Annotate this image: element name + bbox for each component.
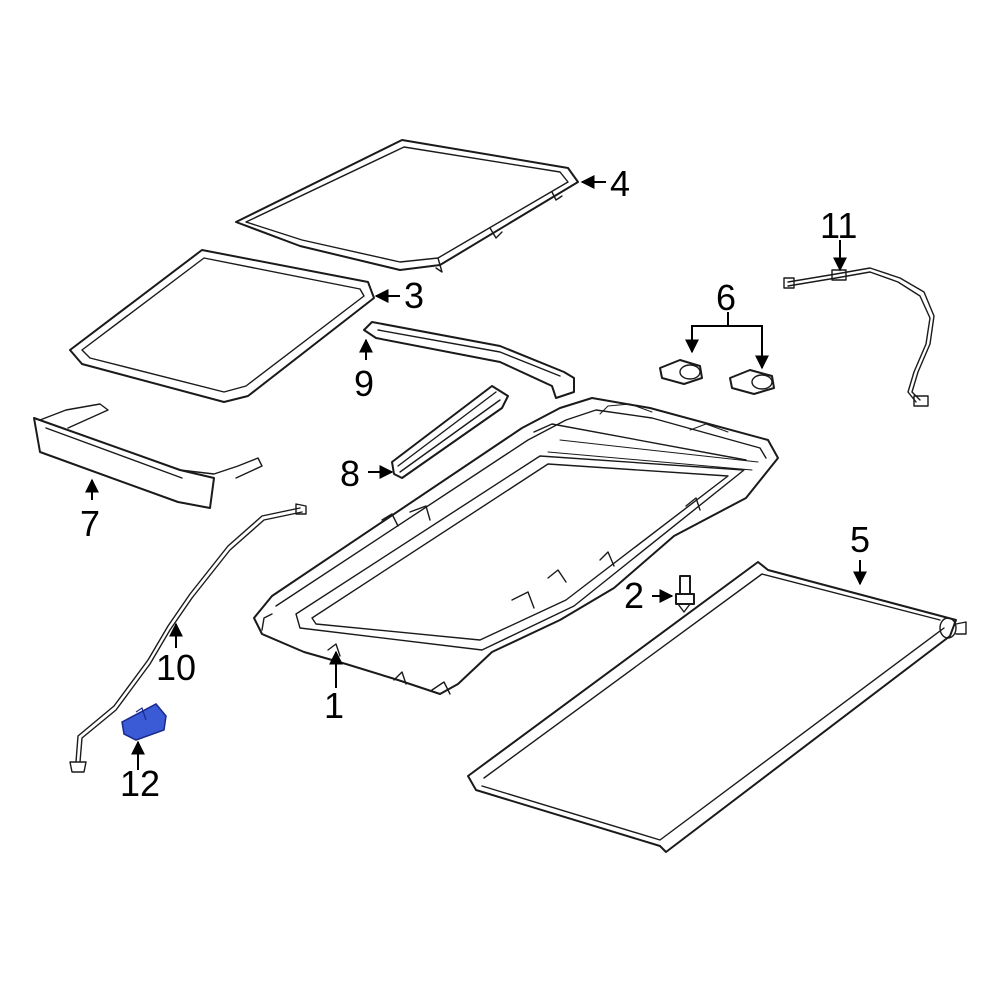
callout-5: 5 <box>850 519 870 560</box>
part-9-rail-seal[interactable] <box>363 321 575 399</box>
part-2-bolt[interactable] <box>675 575 695 613</box>
callout-11: 11 <box>820 205 857 246</box>
callout-7: 7 <box>80 503 100 544</box>
callout-12: 12 <box>120 763 160 804</box>
callout-3: 3 <box>404 275 424 316</box>
part-6-motor-assembly[interactable] <box>659 359 775 395</box>
part-3-glass-seal[interactable] <box>69 249 375 403</box>
part-4-glass-panel[interactable] <box>235 139 579 273</box>
part-12-clip[interactable] <box>121 703 167 741</box>
part-1-sunroof-frame[interactable] <box>253 397 779 695</box>
part-7-wind-deflector[interactable] <box>33 403 263 509</box>
callout-6: 6 <box>716 277 736 318</box>
part-8-guide-rail[interactable] <box>391 385 509 479</box>
callout-9: 9 <box>354 363 374 404</box>
callout-2: 2 <box>624 575 644 616</box>
callout-1: 1 <box>324 685 344 726</box>
leader-lines <box>85 175 867 770</box>
callout-8: 8 <box>340 453 360 494</box>
callout-10: 10 <box>156 647 196 688</box>
part-5-sunshade[interactable] <box>467 561 967 853</box>
callout-4: 4 <box>610 163 630 204</box>
part-11-drain-hose[interactable] <box>783 267 935 407</box>
